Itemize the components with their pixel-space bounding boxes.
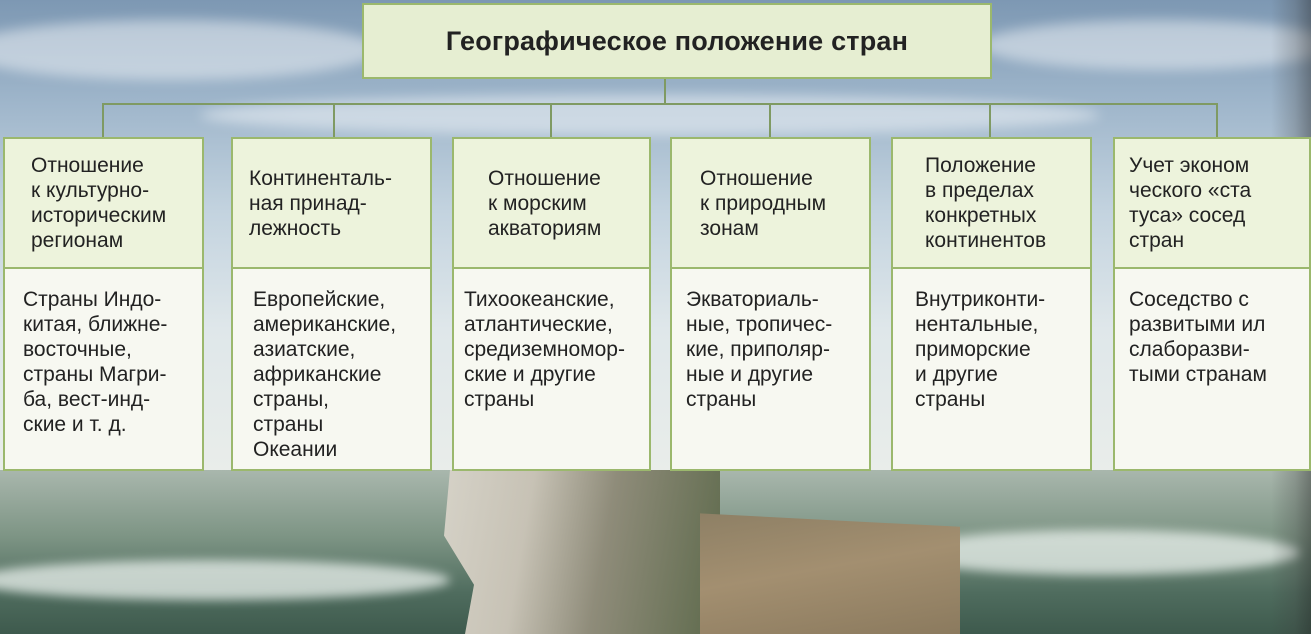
connector-drop-5 [989,103,991,137]
wave [0,560,450,600]
connector-drop-6 [1216,103,1218,137]
field [700,513,960,634]
connector-title-stem [664,79,666,104]
cloud [0,20,380,80]
cloud [980,20,1311,70]
diagram-title: Географическое положение стран [445,25,909,56]
connector-drop-4 [769,103,771,137]
column-2-heading: Континенталь- ная принад- лежность [249,166,392,240]
column-5-body: Внутриконти- нентальные, приморские и др… [915,288,1046,411]
column-1-body-box: Страны Индо- китая, ближне- восточные, с… [3,267,204,471]
column-2-body: Европейские, американские, азиатские, аф… [253,288,397,461]
column-6-heading: Учет эконом ческого «ста туса» сосед стр… [1129,154,1252,252]
column-3-body: Тихоокеанские, атлантические, средиземно… [464,288,625,411]
column-5-body-box: Внутриконти- нентальные, приморские и др… [891,267,1092,471]
column-3-body-box: Тихоокеанские, атлантические, средиземно… [452,267,651,471]
cliff [444,470,720,634]
column-4-body-box: Экваториаль- ные, тропичес- кие, приполя… [670,267,871,471]
connector-drop-3 [550,103,552,137]
title-box: Географическое положение стран [362,3,992,79]
column-2-heading-box: Континенталь- ная принад- лежность [231,137,432,269]
column-2-body-box: Европейские, американские, азиатские, аф… [231,267,432,471]
column-3-heading: Отношение к морским акваториям [488,166,602,240]
connector-horizontal [102,103,1218,105]
connector-drop-2 [333,103,335,137]
column-4-body: Экваториаль- ные, тропичес- кие, приполя… [686,288,833,411]
column-5-heading-box: Положение в пределах конкретных континен… [891,137,1092,269]
cloud [200,95,1100,135]
column-6-body: Соседство с развитыми ил слаборазви- тым… [1129,288,1267,386]
column-3-heading-box: Отношение к морским акваториям [452,137,651,269]
wave [900,530,1300,575]
column-5-heading: Положение в пределах конкретных континен… [925,154,1047,252]
column-4-heading-box: Отношение к природным зонам [670,137,871,269]
column-1-body: Страны Индо- китая, ближне- восточные, с… [23,288,168,436]
column-4-heading: Отношение к природным зонам [700,166,827,240]
column-6-body-box: Соседство с развитыми ил слаборазви- тым… [1113,267,1311,471]
column-6-heading-box: Учет эконом ческого «ста туса» сосед стр… [1113,137,1311,269]
column-1-heading: Отношение к культурно- историческим реги… [31,154,167,252]
connector-drop-1 [102,103,104,137]
column-1-heading-box: Отношение к культурно- историческим реги… [3,137,204,269]
